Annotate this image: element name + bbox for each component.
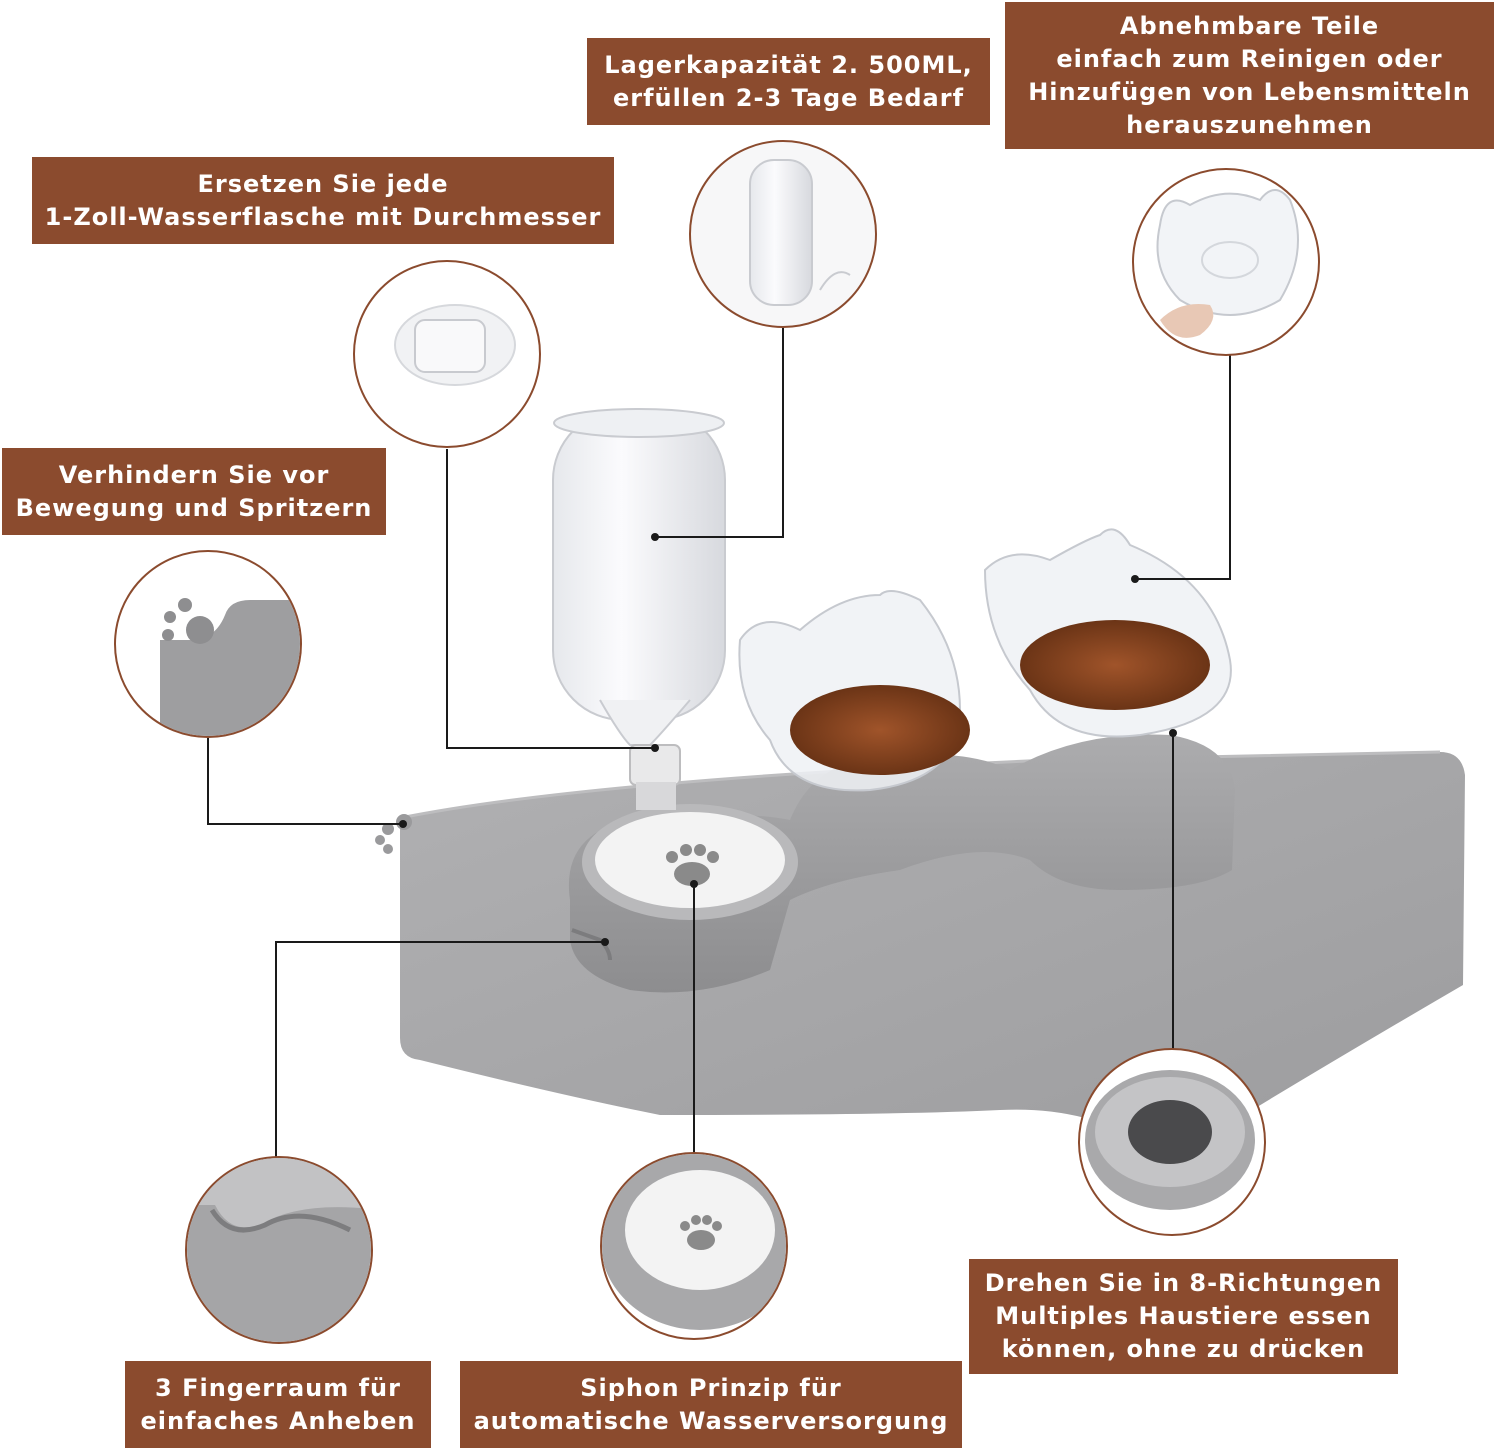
detail-circle-suction: [353, 260, 541, 448]
label-prevent-movement: Verhindern Sie vor Bewegung und Spritzer…: [2, 448, 386, 535]
label-replace-bottle-line-2: 1-Zoll-Wasserflasche mit Durchmesser: [44, 202, 602, 231]
label-removable-parts: Abnehmbare Teile einfach zum Reinigen od…: [1005, 2, 1494, 149]
label-rotate-line-3: können, ohne zu drücken: [1001, 1335, 1366, 1363]
detail-circle-removable-bowl: [1132, 168, 1320, 356]
detail-circle-finger-space: [185, 1156, 373, 1344]
detail-circle-mat-corner: [114, 550, 302, 738]
label-capacity: Lagerkapazität 2. 500ML, erfüllen 2-3 Ta…: [587, 38, 990, 125]
food-bowl-right: [983, 528, 1232, 738]
food-bowl-middle: [738, 590, 970, 792]
label-siphon-line-1: Siphon Prinzip für: [580, 1373, 842, 1402]
label-capacity-line-1: Lagerkapazität 2. 500ML,: [604, 50, 973, 79]
connector-lines: [207, 327, 1231, 1157]
label-rotate-line-2: Multiples Haustiere essen: [995, 1302, 1372, 1330]
label-prevent-movement-line-2: Bewegung und Spritzern: [15, 493, 373, 522]
label-removable-line-2: einfach zum Reinigen oder: [1056, 44, 1443, 73]
label-finger-space-line-1: 3 Fingerraum für: [155, 1373, 401, 1402]
label-removable-line-1: Abnehmbare Teile: [1119, 11, 1380, 40]
paw-icon: [666, 844, 719, 886]
label-replace-bottle: Ersetzen Sie jede 1-Zoll-Wasserflasche m…: [32, 157, 614, 244]
water-bottle: [552, 408, 726, 810]
label-removable-line-3: Hinzufügen von Lebensmitteln: [1028, 77, 1471, 106]
detail-circle-bottle: [689, 140, 877, 328]
connector-dots: [399, 533, 1177, 946]
label-capacity-line-2: erfüllen 2-3 Tage Bedarf: [612, 83, 965, 112]
label-removable-line-4: herauszunehmen: [1126, 110, 1373, 139]
label-siphon-line-2: automatische Wasserversorgung: [473, 1406, 949, 1435]
label-finger-space: 3 Fingerraum für einfaches Anheben: [125, 1361, 431, 1448]
label-rotate-line-1: Drehen Sie in 8-Richtungen: [984, 1269, 1383, 1297]
label-prevent-movement-line-1: Verhindern Sie vor: [58, 460, 330, 489]
label-replace-bottle-line-1: Ersetzen Sie jede: [197, 169, 449, 198]
feeder-tray: [568, 734, 1235, 993]
label-finger-space-line-2: einfaches Anheben: [140, 1406, 416, 1435]
label-rotate: Drehen Sie in 8-Richtungen Multiples Hau…: [969, 1259, 1398, 1374]
detail-circle-rotating-base: [1078, 1048, 1266, 1236]
detail-circle-siphon: [600, 1152, 788, 1340]
label-siphon: Siphon Prinzip für automatische Wasserve…: [460, 1361, 962, 1448]
